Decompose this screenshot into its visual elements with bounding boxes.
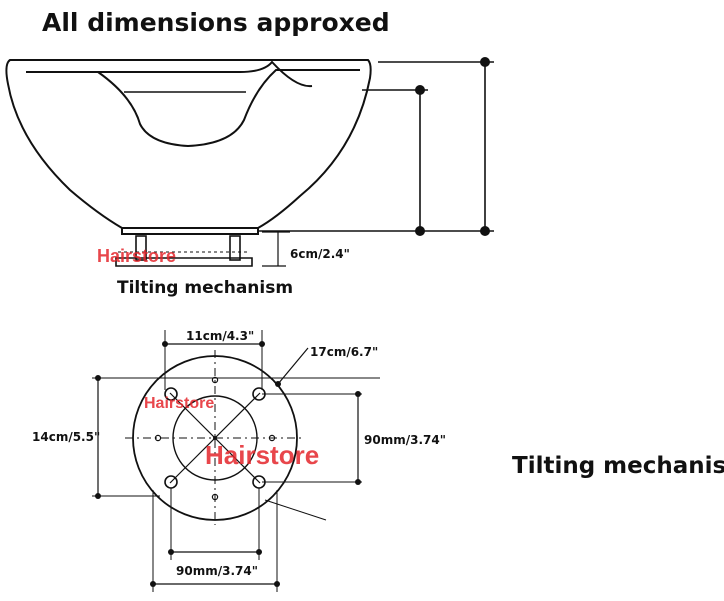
- diameter-dimension: 17cm/6.7": [275, 345, 378, 387]
- watermark-top: Hairstore: [97, 246, 176, 266]
- mechanism-height-dimension: 6cm/2.4": [262, 231, 350, 267]
- watermark-large: Hairstore: [205, 440, 319, 470]
- right-height-label: 90mm/3.74": [364, 433, 446, 447]
- overall-width-dimension: [150, 490, 280, 592]
- tilting-mechanism-side: Hairstore: [97, 235, 253, 267]
- mounting-plate: [125, 350, 327, 525]
- left-height-label: 14cm/5.5": [32, 430, 100, 444]
- mechanism-leg-left: [135, 235, 147, 261]
- dim-dot: [150, 581, 156, 587]
- bottom-spacing-dimension: 90mm/3.74": [168, 488, 262, 578]
- dim-dot: [480, 226, 490, 236]
- right-height-dimension: 90mm/3.74": [262, 391, 446, 485]
- diagram-title: All dimensions approxed: [42, 8, 390, 37]
- mounting-hole: [164, 387, 178, 401]
- dim-dot: [355, 479, 361, 485]
- dim-dot: [415, 226, 425, 236]
- dim-dot: [480, 57, 490, 67]
- small-hole: [154, 434, 162, 442]
- tilting-caption-large: Tilting mechanism: [512, 453, 724, 479]
- mechanism-plate: [115, 257, 253, 267]
- mechanism-height-label: 6cm/2.4": [290, 247, 350, 261]
- dim-dot: [259, 341, 265, 347]
- bottom-spacing-label: 90mm/3.74": [176, 564, 258, 578]
- dim-dot: [162, 341, 168, 347]
- basin-height-dimensions: [258, 57, 494, 236]
- top-spacing-label: 11cm/4.3": [186, 329, 254, 343]
- basin-rim-line: [26, 60, 313, 88]
- small-hole: [211, 376, 219, 384]
- basin-side-view: [5, 59, 372, 235]
- dim-dot: [274, 581, 280, 587]
- small-hole: [268, 434, 276, 442]
- dim-dot: [355, 391, 361, 397]
- pointer-line: [264, 499, 327, 521]
- plate-center: [213, 436, 217, 440]
- left-height-dimension: 14cm/5.5": [32, 375, 380, 499]
- top-spacing-dimension: 11cm/4.3": [162, 329, 265, 390]
- dim-dot: [95, 493, 101, 499]
- dim-dot: [256, 549, 262, 555]
- dim-dot: [168, 549, 174, 555]
- dim-leader-line: [277, 347, 309, 385]
- basin-outline: [5, 59, 372, 229]
- diameter-label: 17cm/6.7": [310, 345, 378, 359]
- dim-dot: [275, 381, 281, 387]
- watermark-small: Hairstore: [144, 395, 214, 412]
- tilting-caption-small: Tilting mechanism: [117, 278, 293, 298]
- basin-neck-cutout: [97, 69, 360, 148]
- dim-dot: [415, 85, 425, 95]
- mechanism-leg-right: [229, 235, 241, 261]
- dim-dot: [95, 375, 101, 381]
- small-hole: [211, 493, 219, 501]
